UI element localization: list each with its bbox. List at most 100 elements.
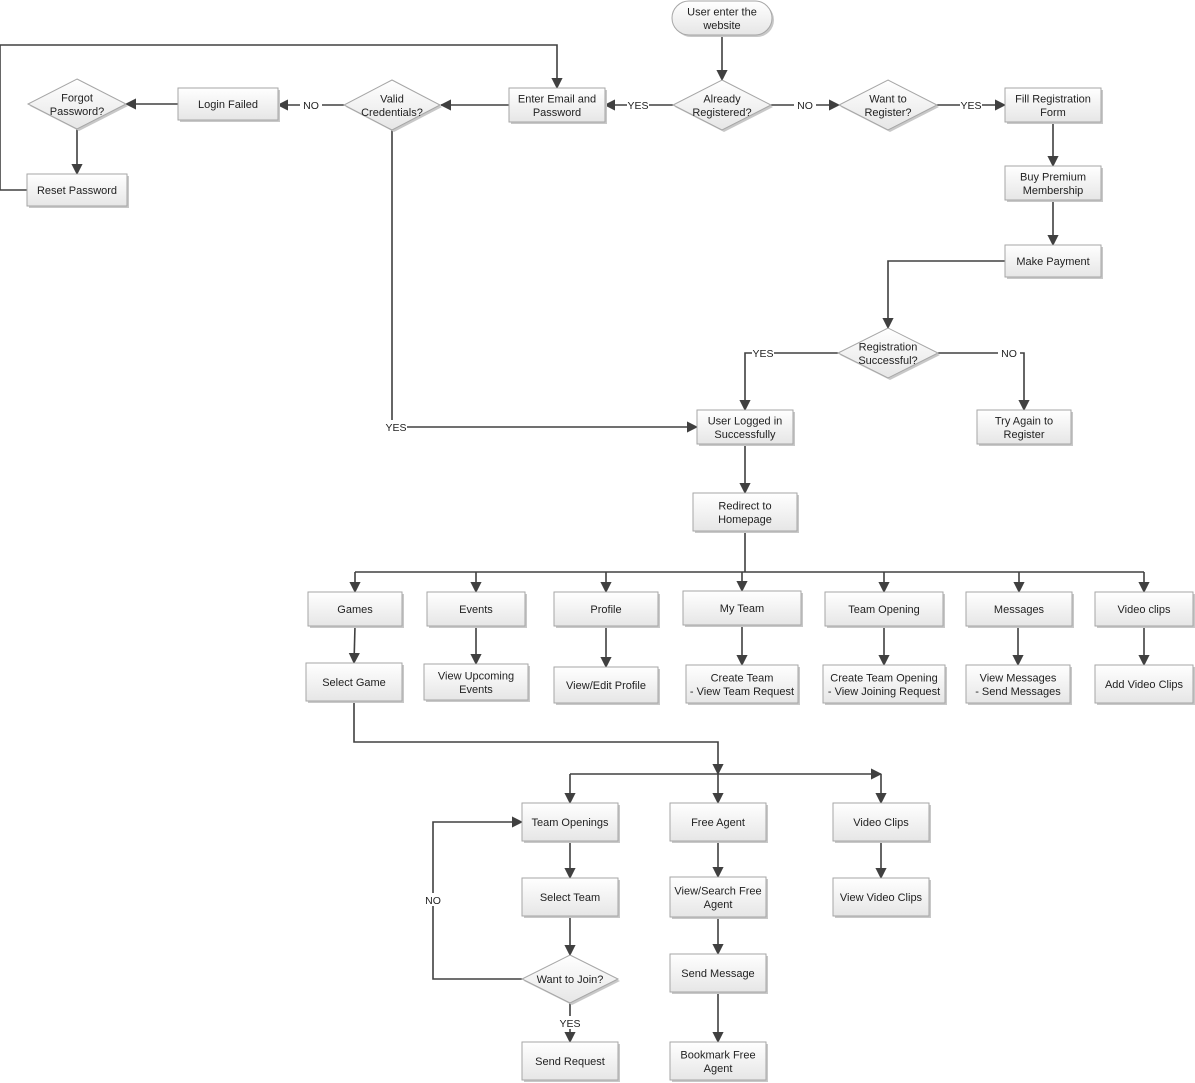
edge-label-valid-yes: YES xyxy=(385,422,406,434)
process-video-clips-2: Video Clips xyxy=(832,802,931,843)
box-shape xyxy=(824,591,944,627)
edge-label-background xyxy=(960,98,982,111)
node-label: User enter the xyxy=(687,6,757,18)
node-label: Add Video Clips xyxy=(1105,679,1184,691)
edge-label-background xyxy=(559,1016,581,1029)
box-shape xyxy=(426,591,526,627)
node-label: Enter Email and xyxy=(518,93,596,105)
node-label: Events xyxy=(459,604,493,616)
node-label: Agent xyxy=(704,1063,733,1075)
node-label: Membership xyxy=(1023,185,1084,197)
box-shape xyxy=(1004,165,1102,201)
process-send-message: Send Message xyxy=(669,953,768,994)
box-shape xyxy=(553,666,659,704)
box-shape xyxy=(305,662,403,702)
box-shape xyxy=(965,591,1073,627)
node-label: Agent xyxy=(704,899,733,911)
connector-arrow xyxy=(348,625,360,665)
box-shape xyxy=(423,663,529,701)
node-label: Password? xyxy=(50,106,104,118)
node-label: - Send Messages xyxy=(975,686,1061,698)
edge-label-background xyxy=(998,346,1020,359)
edge-label-wantjoin-no: NO xyxy=(425,895,441,907)
node-label: Bookmark Free xyxy=(680,1049,755,1061)
connector-arrow xyxy=(739,352,838,412)
node-label: Fill Registration xyxy=(1015,93,1091,105)
box-shape xyxy=(976,409,1072,445)
box-shape xyxy=(508,87,606,123)
node-label: Password xyxy=(533,107,581,119)
node-label: Buy Premium xyxy=(1020,171,1086,183)
diamond-shape xyxy=(837,79,939,131)
node-label: View Messages xyxy=(980,672,1057,684)
diamond-shape xyxy=(836,327,940,379)
process-messages: Messages xyxy=(965,591,1074,628)
box-shape xyxy=(832,802,930,842)
diamond-shape xyxy=(342,79,442,131)
node-label: Homepage xyxy=(718,514,772,526)
box-shape xyxy=(553,591,659,627)
box-shape xyxy=(1004,244,1102,278)
node-label: Send Request xyxy=(535,1056,605,1068)
process-try-again: Try Again to Register xyxy=(976,409,1073,446)
node-label: Try Again to xyxy=(995,415,1053,427)
node-label: Register xyxy=(1004,429,1045,441)
box-shape xyxy=(307,591,403,627)
node-label: Reset Password xyxy=(37,185,117,197)
node-label: Create Team Opening xyxy=(830,672,937,684)
process-view-messages: View Messages - Send Messages xyxy=(965,664,1072,705)
node-label: Select Team xyxy=(540,892,600,904)
edge-label-background xyxy=(627,98,649,111)
edge-label-background xyxy=(422,893,444,906)
node-label: Make Payment xyxy=(1016,256,1089,268)
edge-label-background xyxy=(794,98,816,111)
box-shape xyxy=(822,664,946,704)
process-team-opening: Team Opening xyxy=(824,591,945,628)
node-label: Profile xyxy=(590,604,621,616)
diamond-shape xyxy=(26,78,128,130)
node-label: Want to Join? xyxy=(537,974,604,986)
process-add-video: Add Video Clips xyxy=(1094,664,1195,705)
node-label: Games xyxy=(337,604,373,616)
box-shape xyxy=(692,492,798,532)
node-label: Team Openings xyxy=(531,817,609,829)
process-create-team: Create Team- View Team Request xyxy=(685,664,800,705)
node-label: Select Game xyxy=(322,677,386,689)
node-label: Login Failed xyxy=(198,99,258,111)
node-label: Successful? xyxy=(858,355,917,367)
process-view-edit-profile: View/Edit Profile xyxy=(553,666,660,705)
connectors xyxy=(0,35,1150,1044)
connector-arrow xyxy=(938,352,1030,412)
connector-arrow xyxy=(882,260,1005,330)
box-shape xyxy=(1094,591,1194,627)
terminal-shape xyxy=(671,0,773,36)
edge-label-already-yes: YES xyxy=(627,100,648,112)
box-shape xyxy=(1094,664,1194,704)
box-shape xyxy=(177,87,279,121)
box-shape xyxy=(669,1041,767,1081)
process-select-game: Select Game xyxy=(305,662,404,703)
box-shape xyxy=(669,876,767,918)
box-shape xyxy=(26,173,128,207)
box-shape xyxy=(965,664,1071,704)
node-label: Video Clips xyxy=(853,817,909,829)
connector-arrow xyxy=(432,816,524,980)
box-shape xyxy=(832,877,930,917)
edge-label-background xyxy=(300,98,322,111)
node-label: Registered? xyxy=(692,107,751,119)
process-profile: Profile xyxy=(553,591,660,628)
node-label: Valid xyxy=(380,93,404,105)
process-games: Games xyxy=(307,591,404,628)
process-events: Events xyxy=(426,591,527,628)
process-team-openings: Team Openings xyxy=(521,802,620,843)
node-label: View/Edit Profile xyxy=(566,680,646,692)
decision-want-join: Want to Join? xyxy=(520,954,620,1005)
node-label: Team Opening xyxy=(848,604,920,616)
